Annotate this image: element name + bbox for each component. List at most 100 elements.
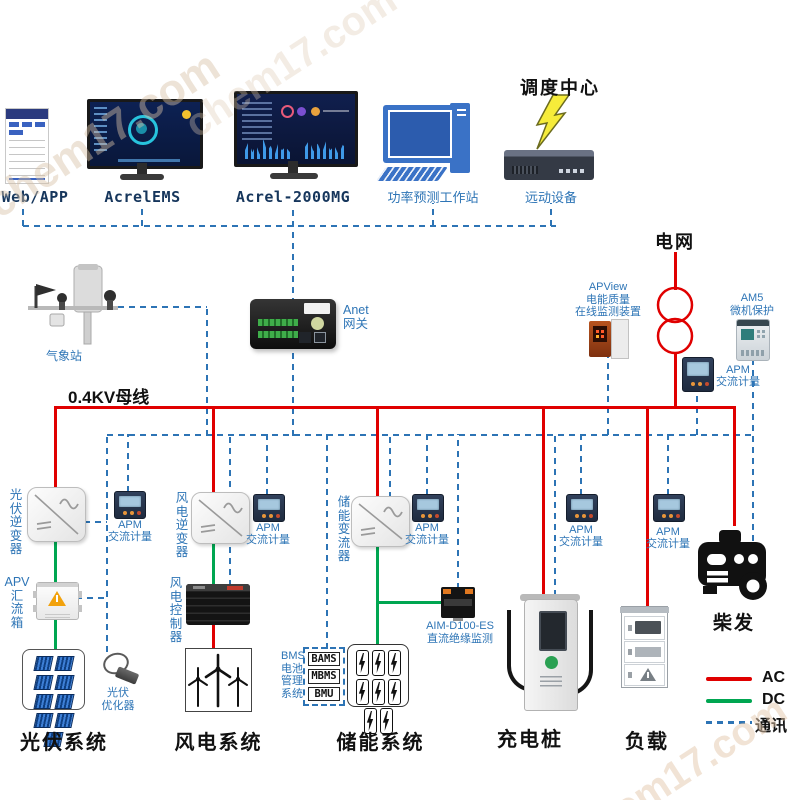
monitor-base bbox=[120, 174, 164, 180]
monitor-base bbox=[270, 173, 318, 179]
ac-line-transformer bbox=[674, 354, 677, 407]
screen-bars bbox=[245, 139, 291, 159]
aim-clip bbox=[453, 618, 463, 621]
legend-dc-line bbox=[706, 699, 752, 703]
label-04kv-bus: 0.4KV母线 bbox=[68, 388, 150, 407]
lightning-icon bbox=[535, 94, 571, 150]
pv-optimizer-device bbox=[99, 649, 140, 685]
label-dispatch-center: 调度中心 bbox=[520, 78, 600, 98]
combiner-lines bbox=[45, 613, 70, 615]
comm-line-grid-meter bbox=[696, 389, 698, 435]
ac-line-turbine bbox=[212, 624, 215, 650]
aim-band bbox=[444, 599, 472, 606]
apview-panel bbox=[611, 319, 629, 359]
screen-gauges bbox=[281, 105, 294, 118]
monitor-neck bbox=[137, 163, 147, 174]
wind-inverter-device bbox=[191, 492, 250, 544]
apm-type: 交流计量 bbox=[716, 376, 760, 388]
comm-line bbox=[580, 434, 582, 495]
label-power-forecast: 功率预测工作站 bbox=[387, 190, 479, 205]
aim-device bbox=[441, 587, 475, 621]
label-wind-inverter: 风电逆变器 bbox=[175, 491, 189, 559]
label-storage-converter: 储能变流器 bbox=[337, 495, 351, 563]
comm-line bbox=[432, 203, 434, 226]
ac-line-charger bbox=[542, 406, 545, 596]
comm-line-bms bbox=[326, 434, 328, 649]
label-pv-optimizer: 光伏优化器 bbox=[101, 687, 135, 712]
apm-name: APM bbox=[726, 364, 750, 376]
mockup-lines bbox=[9, 140, 45, 176]
apm-type: 交流计量 bbox=[559, 536, 603, 548]
comm-main-bus bbox=[107, 434, 753, 436]
label-apm-load: APM 交流计量 bbox=[640, 526, 696, 550]
cabinet-section bbox=[624, 641, 665, 663]
comm-line bbox=[127, 434, 129, 492]
pv-inverter-device bbox=[27, 487, 86, 542]
apm-meter-device bbox=[114, 491, 146, 519]
cabinet-section bbox=[624, 664, 665, 686]
screen-ring bbox=[128, 115, 158, 145]
watermark: chem17.com bbox=[567, 687, 795, 800]
legend-ac-label: AC bbox=[762, 669, 786, 686]
cabinet-section bbox=[624, 616, 665, 640]
pile-logo bbox=[545, 656, 558, 669]
legend-comm-label: 通讯 bbox=[755, 718, 788, 735]
apm-name: APM bbox=[256, 522, 280, 534]
apm-type: 交流计量 bbox=[108, 531, 152, 543]
label-apm-storage: APM 交流计量 bbox=[399, 522, 455, 546]
pile-cap bbox=[520, 594, 580, 601]
comm-line bbox=[141, 208, 143, 226]
label-weather-station: 气象站 bbox=[45, 349, 82, 363]
label-apm-wind: APM 交流计量 bbox=[240, 522, 296, 546]
ac-line-wind bbox=[212, 406, 215, 494]
load-cabinet-device bbox=[620, 606, 669, 688]
solar-panels-icon bbox=[22, 649, 85, 747]
screen-menu bbox=[94, 107, 107, 155]
label-grid: 电网 bbox=[655, 232, 695, 252]
ac-line-load bbox=[646, 406, 649, 608]
legend-comm-line bbox=[706, 721, 752, 724]
apm-type: 交流计量 bbox=[646, 538, 690, 550]
cabinet-top bbox=[620, 607, 669, 613]
apm-meter-device bbox=[412, 494, 444, 522]
optimizer-body bbox=[114, 666, 140, 685]
label-wind-controller: 风电控制器 bbox=[169, 576, 183, 644]
am5-header bbox=[737, 320, 769, 326]
dc-line-pv bbox=[54, 539, 57, 584]
mockup-buttons bbox=[9, 122, 19, 127]
comm-line-weather bbox=[206, 306, 208, 436]
workstation-monitor bbox=[383, 105, 457, 163]
gateway-terminals bbox=[258, 319, 298, 326]
apm-meter-device bbox=[682, 357, 714, 392]
pv-combiner-device bbox=[33, 582, 82, 620]
apm-name: APM bbox=[656, 526, 680, 538]
charging-pile-device bbox=[505, 594, 595, 712]
comm-line-apview bbox=[607, 356, 609, 435]
label-pv-system: 光伏系统 bbox=[20, 732, 108, 754]
dc-line-wind bbox=[212, 541, 215, 586]
legend-dc-label: DC bbox=[762, 691, 786, 708]
comm-line-charger bbox=[554, 434, 556, 596]
screen-bar bbox=[118, 159, 180, 162]
legend-ac-line bbox=[706, 677, 752, 681]
apm-name: APM bbox=[118, 519, 142, 531]
am5-buttons bbox=[762, 330, 765, 333]
label-apm-grid: APM 交流计量 bbox=[712, 364, 764, 388]
gateway-sticker bbox=[304, 303, 330, 314]
screen-sun bbox=[182, 110, 191, 119]
remote-device-server bbox=[504, 150, 594, 180]
controller-top bbox=[186, 584, 250, 591]
label-load: 负载 bbox=[625, 731, 669, 753]
wind-controller-device bbox=[186, 584, 250, 625]
ac-line-storage bbox=[376, 406, 379, 498]
comm-line bbox=[266, 434, 268, 495]
cabinet-lcd bbox=[635, 621, 661, 634]
label-storage-system: 储能系统 bbox=[336, 732, 425, 754]
mockup-footer bbox=[9, 178, 45, 180]
